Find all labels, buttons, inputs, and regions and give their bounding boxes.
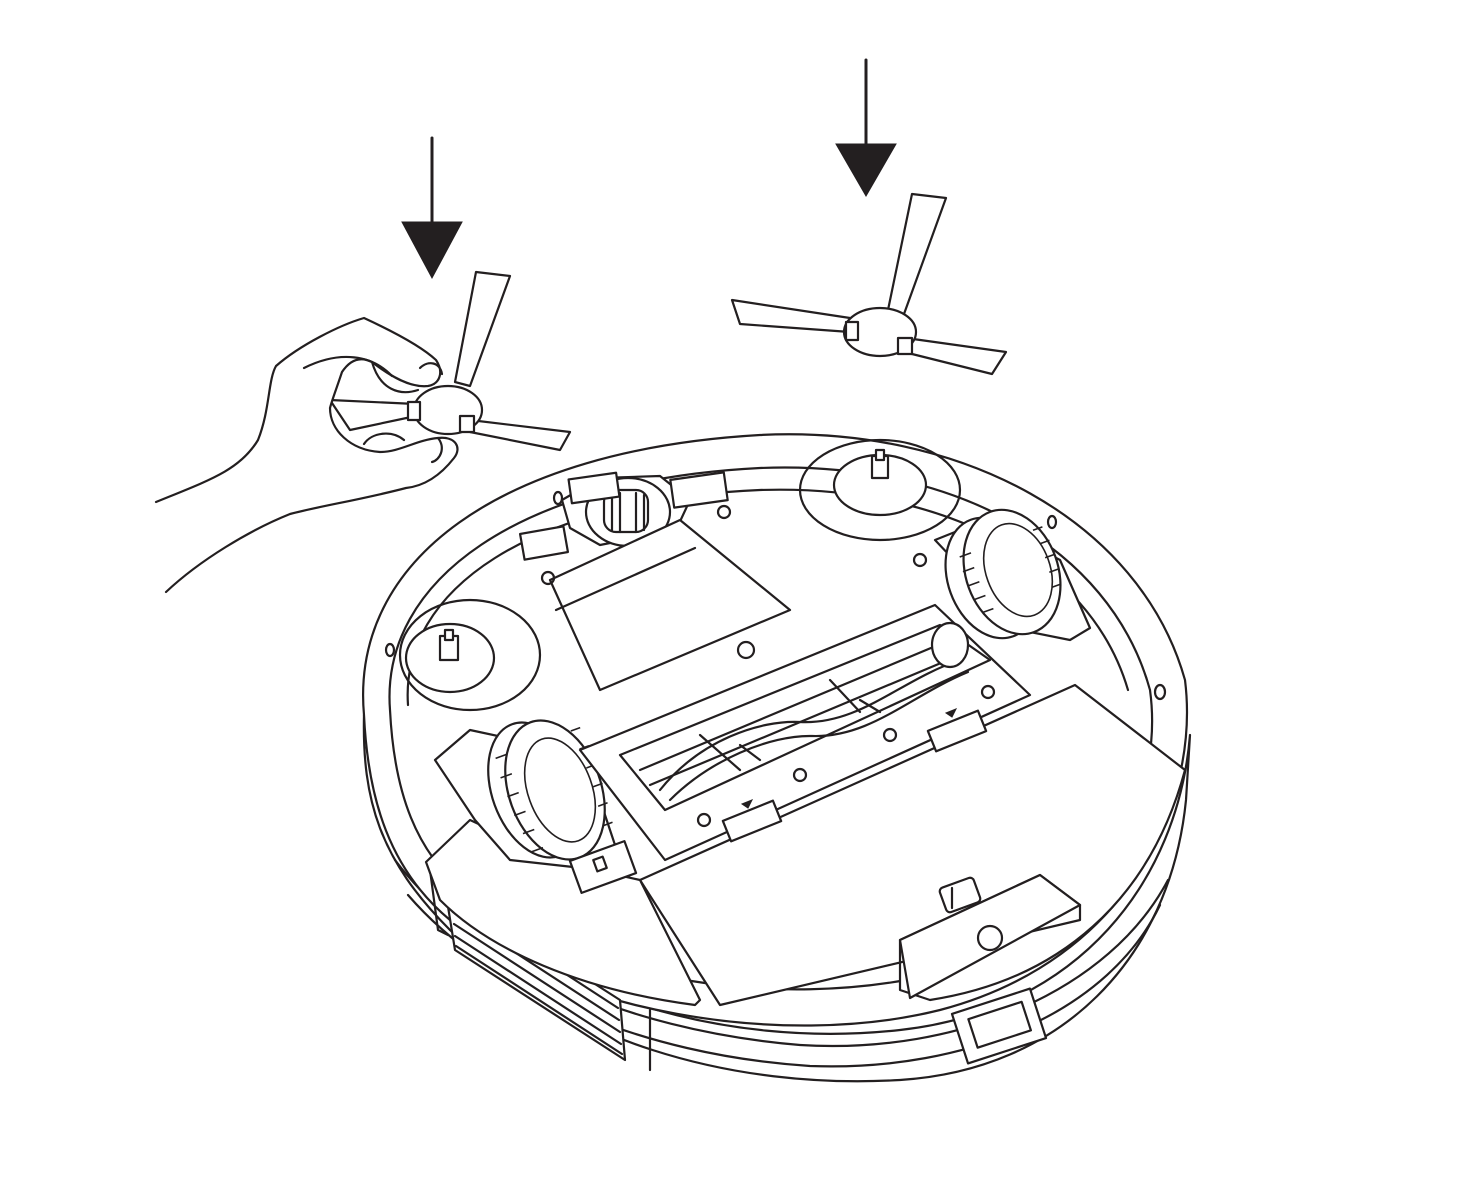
down-arrow-icon [835,58,897,198]
front-bumper-panel [638,683,1187,1007]
right-brush-mount [798,438,962,542]
robot-vacuum [362,433,1192,1083]
left-brush-mount [398,598,542,712]
main-brush-housing [578,603,1032,862]
label-plate [548,518,792,692]
hand-icon [154,316,459,594]
right-drive-wheel [933,508,1092,642]
side-brush-icon [730,192,1008,376]
left-front-panel [424,818,702,1007]
left-drive-wheel [433,719,638,894]
side-brush-icon [328,270,572,452]
down-arrow-icon [401,136,463,280]
